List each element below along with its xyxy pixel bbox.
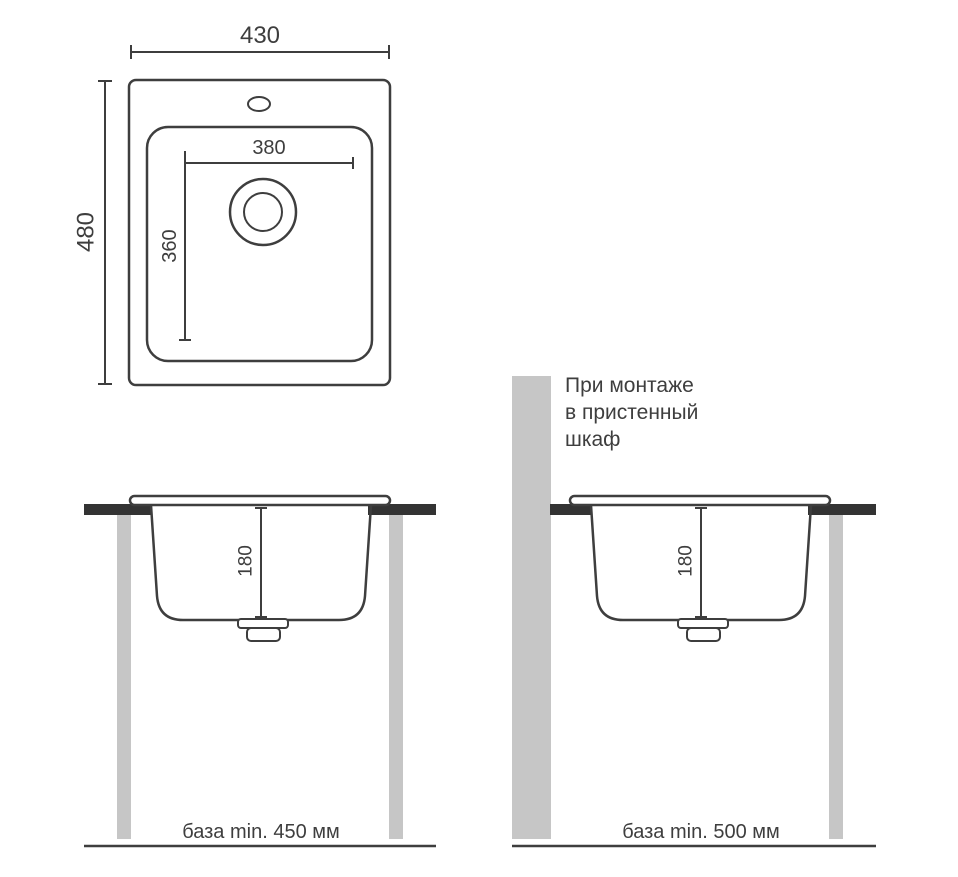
cabinet-leg-right xyxy=(389,515,403,839)
mounting-note-line2: в пристенный xyxy=(565,401,698,424)
dim-overall-height-label: 480 xyxy=(73,212,100,252)
countertop-right xyxy=(368,504,436,515)
base-size-label-left: база min. 450 мм xyxy=(182,821,340,843)
sink-rim xyxy=(568,494,832,507)
wall-cabinet-panel xyxy=(512,376,551,839)
countertop-left xyxy=(84,504,152,515)
faucet-hole xyxy=(247,96,271,112)
dim-bowl-width-label: 380 xyxy=(252,137,285,159)
dim-bowl-depth-label: 180 xyxy=(236,545,257,577)
base-size-label-right: база min. 500 мм xyxy=(622,821,780,843)
dim-bowl-height-label: 360 xyxy=(159,229,181,262)
dim-bowl-depth: 180 xyxy=(236,507,267,618)
mounting-note-line3: шкаф xyxy=(565,428,620,451)
dim-overall-width-label: 430 xyxy=(240,22,280,49)
mounting-note: При монтаже в пристенный шкаф xyxy=(565,374,698,451)
countertop-left xyxy=(550,504,592,515)
cabinet-leg-right xyxy=(829,515,843,839)
sink-side-view-right: При монтаже в пристенный шкаф 180 база m… xyxy=(512,374,876,848)
drain-body xyxy=(246,627,281,642)
drain-flange xyxy=(677,618,729,629)
dim-overall-width: 430 xyxy=(130,22,390,59)
countertop-right xyxy=(808,504,876,515)
sink-rim xyxy=(128,494,392,507)
sink-top-view: 430 480 380 xyxy=(73,22,392,387)
sink-side-view-left: 180 база min. 450 мм xyxy=(84,494,436,848)
mounting-note-line1: При монтаже xyxy=(565,374,694,397)
dim-bowl-depth-label: 180 xyxy=(676,545,697,577)
drain-flange xyxy=(237,618,289,629)
dim-bowl-depth: 180 xyxy=(676,507,707,618)
sink-outer-edge xyxy=(127,78,392,387)
drain-body xyxy=(686,627,721,642)
drain-outer-ring xyxy=(228,177,298,247)
dim-bowl-width: 380 xyxy=(184,137,354,169)
drain-inner-ring xyxy=(243,192,283,232)
dim-bowl-height: 360 xyxy=(159,151,191,341)
sink-bowl-edge xyxy=(145,125,374,363)
dim-overall-height: 480 xyxy=(73,80,112,385)
cabinet-leg-left xyxy=(117,515,131,839)
